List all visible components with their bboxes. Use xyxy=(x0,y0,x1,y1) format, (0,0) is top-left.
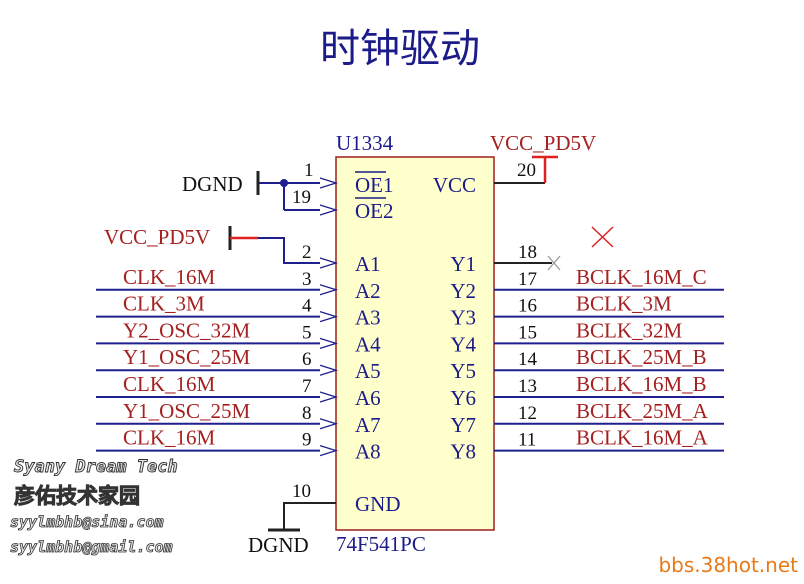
oe1-input-arrow xyxy=(319,177,339,189)
input-net-label: CLK_16M xyxy=(123,265,216,289)
pin-label-y6: Y6 xyxy=(450,386,476,410)
input-arrow-a4 xyxy=(319,337,339,350)
pin-number-y5: 14 xyxy=(518,349,538,370)
pin-label-a7: A7 xyxy=(355,413,381,437)
pin-label-oe2: OE2 xyxy=(355,199,394,223)
input-arrow-a5 xyxy=(319,364,339,376)
output-net-label: BCLK_16M_A xyxy=(576,426,709,450)
pin-label-a4: A4 xyxy=(355,332,381,356)
pin-label-gnd: GND xyxy=(355,492,401,516)
dgnd-label-bottom: DGND xyxy=(248,533,309,557)
pin-number-a3: 4 xyxy=(302,296,312,317)
watermark: Syany Dream Tech 彦佑技术家园 syylmbhb@sina.co… xyxy=(10,457,179,557)
pin-number-y3: 16 xyxy=(518,296,537,317)
input-pins: 23CLK_16M4CLK_3M5Y2_OSC_32M6Y1_OSC_25M7C… xyxy=(96,242,339,457)
pin-number-a1: 2 xyxy=(302,242,312,263)
pin-number-oe1: 1 xyxy=(304,160,314,181)
output-net-label: BCLK_16M_C xyxy=(576,265,707,289)
pin-label-y8: Y8 xyxy=(450,440,476,464)
input-arrow-a7 xyxy=(319,418,339,430)
no-connect-marker-y1b xyxy=(547,255,561,271)
pin-number-a8: 9 xyxy=(302,430,312,451)
oe2-input-arrow xyxy=(319,204,339,216)
input-net-label: Y2_OSC_32M xyxy=(123,318,251,342)
pin-label-a5: A5 xyxy=(355,359,381,383)
pin-number-oe2: 19 xyxy=(292,187,311,208)
output-net-label: BCLK_16M_B xyxy=(576,372,707,396)
input-net-label: Y1_OSC_25M xyxy=(123,345,251,369)
pin-number-a5: 6 xyxy=(302,349,312,370)
pin-label-y7: Y7 xyxy=(450,413,476,437)
pin-label-a1: A1 xyxy=(355,252,381,276)
pin-number-gnd: 10 xyxy=(292,481,311,502)
pin-label-a3: A3 xyxy=(355,306,381,330)
chip-designator: U1334 xyxy=(336,131,394,155)
gnd-pin-wire xyxy=(283,502,336,530)
pin-number-y4: 15 xyxy=(518,322,537,343)
chip-part-number: 74F541PC xyxy=(336,532,426,556)
pin-number-y8: 11 xyxy=(518,430,536,451)
output-net-label: BCLK_25M_B xyxy=(576,345,707,369)
input-net-label: CLK_16M xyxy=(123,372,216,396)
pin-number-a6: 7 xyxy=(302,376,312,397)
pin-label-vcc: VCC xyxy=(433,173,476,197)
a1-vcc-wire xyxy=(258,237,320,264)
junction-dot xyxy=(280,179,288,187)
site-watermark: bbs.38hot.net xyxy=(658,553,798,577)
pin-label-y4: Y4 xyxy=(450,332,476,356)
pin-label-a2: A2 xyxy=(355,279,381,303)
pin-number-a7: 8 xyxy=(302,403,312,424)
vcc-label-top: VCC_PD5V xyxy=(490,131,596,155)
watermark-line-1: Syany Dream Tech xyxy=(14,457,178,477)
input-arrow-a6 xyxy=(319,391,339,403)
pin-number-y1: 18 xyxy=(518,242,537,263)
pin-label-y3: Y3 xyxy=(450,306,476,330)
no-connect-cross-icon-b xyxy=(591,226,614,248)
diagram-title: 时钟驱动 xyxy=(320,26,480,71)
input-net-label: CLK_3M xyxy=(123,292,205,316)
pin-label-a6: A6 xyxy=(355,386,381,410)
pin-label-y2: Y2 xyxy=(450,279,476,303)
pin-label-a8: A8 xyxy=(355,440,381,464)
pin-number-y7: 12 xyxy=(518,403,537,424)
watermark-line-4: syylmbhb@gmail.com xyxy=(10,538,173,556)
output-net-label: BCLK_3M xyxy=(576,292,672,316)
input-net-label: Y1_OSC_25M xyxy=(123,399,251,423)
input-arrow-a1 xyxy=(319,257,339,269)
input-net-label: CLK_16M xyxy=(123,426,216,450)
output-net-label: BCLK_32M xyxy=(576,318,683,342)
output-net-label: BCLK_25M_A xyxy=(576,399,709,423)
input-arrow-a3 xyxy=(319,310,339,323)
pin-number-y6: 13 xyxy=(518,376,537,397)
pin-number-y2: 17 xyxy=(518,269,537,290)
input-arrow-a2 xyxy=(319,284,339,296)
pin-number-a2: 3 xyxy=(302,269,312,290)
input-arrow-a8 xyxy=(319,444,339,457)
pin-label-oe1: OE1 xyxy=(355,173,394,197)
pin-label-y5: Y5 xyxy=(450,359,476,383)
dgnd-label-top: DGND xyxy=(182,172,243,196)
pin-number-a4: 5 xyxy=(302,322,312,343)
pin-label-y1: Y1 xyxy=(450,252,476,276)
watermark-line-2: 彦佑技术家园 xyxy=(14,484,140,508)
pin-number-vcc: 20 xyxy=(517,160,536,181)
chip-body xyxy=(335,156,495,531)
watermark-line-3: syylmbhb@sina.com xyxy=(10,513,164,531)
vcc-label-left: VCC_PD5V xyxy=(104,225,210,249)
